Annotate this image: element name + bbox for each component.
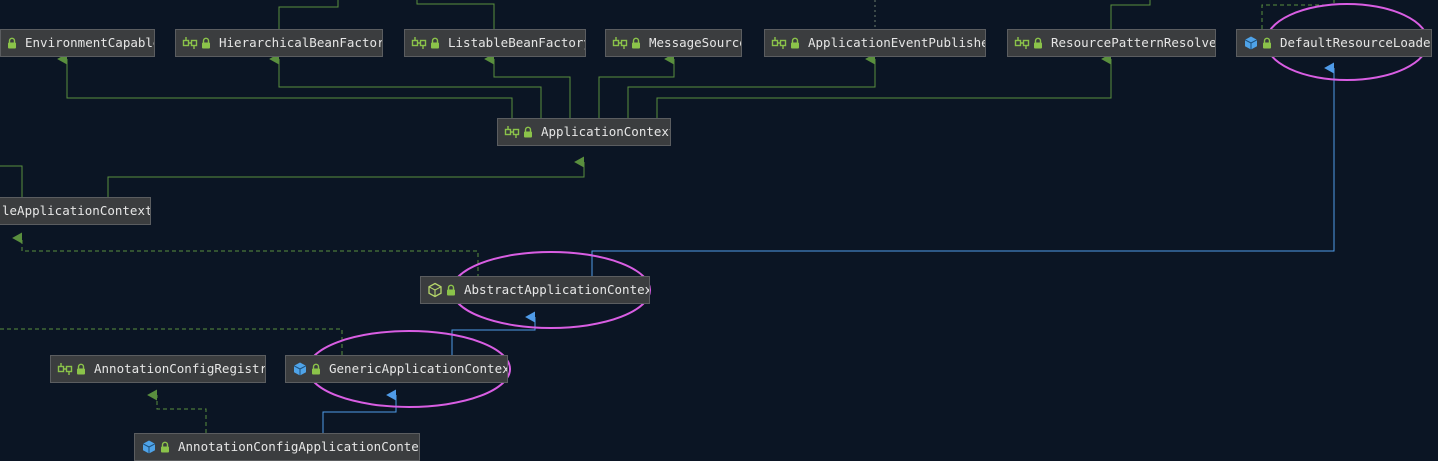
- abstract-class-icon: [427, 282, 443, 298]
- node-label: DefaultResourceLoader: [1280, 35, 1432, 50]
- link-annotation-context-to-registry: [147, 389, 207, 433]
- node-configurable-application-context[interactable]: leApplicationContext: [0, 197, 151, 225]
- node-hierarchical-bean-factory[interactable]: HierarchicalBeanFactory: [175, 29, 383, 57]
- interface-icon: [1014, 35, 1030, 51]
- lock-icon: [160, 441, 170, 453]
- node-label: ApplicationContext: [541, 124, 671, 139]
- interface-icon: [504, 124, 520, 140]
- node-label: AbstractApplicationContext: [464, 282, 650, 297]
- lock-icon: [523, 126, 533, 138]
- link-to-resource-pattern-resolver: [656, 53, 1112, 119]
- node-label: ListableBeanFactory: [448, 35, 586, 50]
- interface-icon: [182, 35, 198, 51]
- link-to-environment-capable: [57, 53, 513, 119]
- interface-icon: [411, 35, 427, 51]
- resource-pattern-parent-link: [1110, 0, 1151, 29]
- listable-parent-link: [416, 0, 495, 29]
- link-abstract-to-default-resource-loader: [591, 62, 1335, 278]
- link-generic-to-abstract: [451, 311, 536, 355]
- link-annotation-context-to-generic: [322, 389, 397, 433]
- class-icon: [141, 439, 157, 455]
- lock-icon: [311, 363, 321, 375]
- link-to-application-event-publisher: [627, 53, 876, 119]
- interface-icon: [612, 35, 628, 51]
- node-label: GenericApplicationContext: [329, 361, 508, 376]
- class-icon: [292, 361, 308, 377]
- node-application-event-publisher[interactable]: ApplicationEventPublisher: [764, 29, 986, 57]
- link-to-listable-bean-factory: [484, 53, 571, 119]
- lock-icon: [790, 37, 800, 49]
- link-abstract-to-configurable: [12, 232, 479, 278]
- link-to-hierarchical-bean-factory: [269, 53, 542, 119]
- configurable-left-link: [0, 165, 23, 198]
- link-to-message-source: [598, 53, 675, 119]
- node-label: MessageSource: [649, 35, 742, 50]
- lock-icon: [446, 284, 456, 296]
- node-label: AnnotationConfigRegistry: [94, 361, 266, 376]
- lock-icon: [1033, 37, 1043, 49]
- node-message-source[interactable]: MessageSource: [605, 29, 742, 57]
- link-configurable-to-application-context: [107, 156, 585, 198]
- node-abstract-application-context[interactable]: AbstractApplicationContext: [420, 276, 650, 304]
- lock-icon: [1262, 37, 1272, 49]
- resource-loader-parent-link: [1261, 0, 1335, 29]
- lock-icon: [7, 37, 17, 49]
- node-annotation-config-application-context[interactable]: AnnotationConfigApplicationContext: [134, 433, 420, 461]
- node-default-resource-loader[interactable]: DefaultResourceLoader: [1236, 29, 1432, 57]
- node-annotation-config-registry[interactable]: AnnotationConfigRegistry: [50, 355, 266, 383]
- node-label: leApplicationContext: [2, 203, 151, 218]
- lock-icon: [430, 37, 440, 49]
- node-label: HierarchicalBeanFactory: [219, 35, 383, 50]
- node-listable-bean-factory[interactable]: ListableBeanFactory: [404, 29, 586, 57]
- generic-left-link: [0, 328, 343, 355]
- node-resource-pattern-resolver[interactable]: ResourcePatternResolver: [1007, 29, 1216, 57]
- node-label: ResourcePatternResolver: [1051, 35, 1216, 50]
- lock-icon: [76, 363, 86, 375]
- node-generic-application-context[interactable]: GenericApplicationContext: [285, 355, 508, 383]
- lock-icon: [631, 37, 641, 49]
- node-application-context[interactable]: ApplicationContext: [497, 118, 671, 146]
- node-label: AnnotationConfigApplicationContext: [178, 439, 420, 454]
- node-environment-capable[interactable]: EnvironmentCapable: [0, 29, 155, 57]
- node-label: ApplicationEventPublisher: [808, 35, 986, 50]
- lock-icon: [201, 37, 211, 49]
- interface-icon: [57, 361, 73, 377]
- interface-icon: [771, 35, 787, 51]
- node-label: EnvironmentCapable: [25, 35, 155, 50]
- hierarchical-parent-link: [278, 0, 339, 29]
- class-icon: [1243, 35, 1259, 51]
